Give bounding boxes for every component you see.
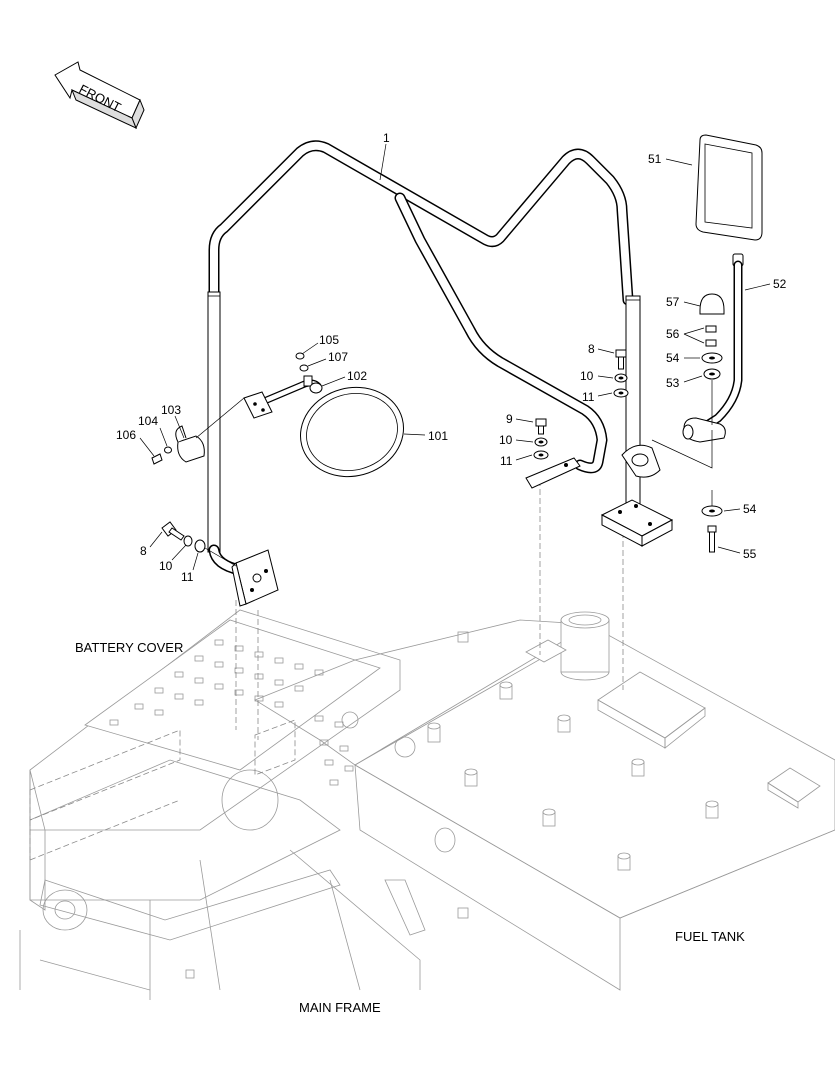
callout-53: 53 bbox=[666, 376, 680, 390]
callout-8-left: 8 bbox=[140, 544, 147, 558]
battery-cover-label: BATTERY COVER bbox=[75, 640, 183, 655]
fuel-tank-label: FUEL TANK bbox=[675, 929, 745, 944]
callout-10-middle: 10 bbox=[499, 433, 513, 447]
main-frame-ghost: MAIN FRAME bbox=[19, 759, 426, 1015]
callout-9: 9 bbox=[506, 412, 513, 426]
front-arrow: FRONT bbox=[54, 61, 145, 130]
callout-55: 55 bbox=[743, 547, 757, 561]
callout-11-middle: 11 bbox=[500, 454, 513, 468]
handrail bbox=[207, 140, 674, 607]
callout-105: 105 bbox=[319, 333, 339, 347]
callout-56: 56 bbox=[666, 327, 680, 341]
right-mirror-assembly bbox=[651, 134, 763, 553]
callout-103: 103 bbox=[161, 403, 181, 417]
fuel-tank-ghost: FUEL TANK bbox=[254, 611, 835, 991]
callout-11-left: 11 bbox=[181, 570, 194, 584]
callout-numbers: 1 51 52 57 56 54 53 54 55 8 10 11 9 10 1… bbox=[116, 131, 787, 584]
callout-104: 104 bbox=[138, 414, 158, 428]
main-frame-label: MAIN FRAME bbox=[299, 1000, 381, 1015]
fasteners bbox=[161, 349, 629, 567]
projection-lines bbox=[29, 480, 624, 861]
callout-57: 57 bbox=[666, 295, 680, 309]
callout-54-upper: 54 bbox=[666, 351, 680, 365]
callout-107: 107 bbox=[328, 350, 348, 364]
callout-102: 102 bbox=[347, 369, 367, 383]
left-mirror-assembly bbox=[151, 352, 405, 478]
callout-10-left: 10 bbox=[159, 559, 173, 573]
callout-8-right: 8 bbox=[588, 342, 595, 356]
callout-101: 101 bbox=[428, 429, 448, 443]
callout-51: 51 bbox=[648, 152, 662, 166]
callout-leaders bbox=[139, 143, 771, 571]
battery-cover-ghost: BATTERY COVER bbox=[29, 609, 401, 911]
callout-106: 106 bbox=[116, 428, 136, 442]
callout-52: 52 bbox=[773, 277, 787, 291]
callout-11-right: 11 bbox=[582, 390, 595, 404]
callout-54-lower: 54 bbox=[743, 502, 757, 516]
callout-10-right: 10 bbox=[580, 369, 594, 383]
callout-1: 1 bbox=[383, 131, 390, 145]
